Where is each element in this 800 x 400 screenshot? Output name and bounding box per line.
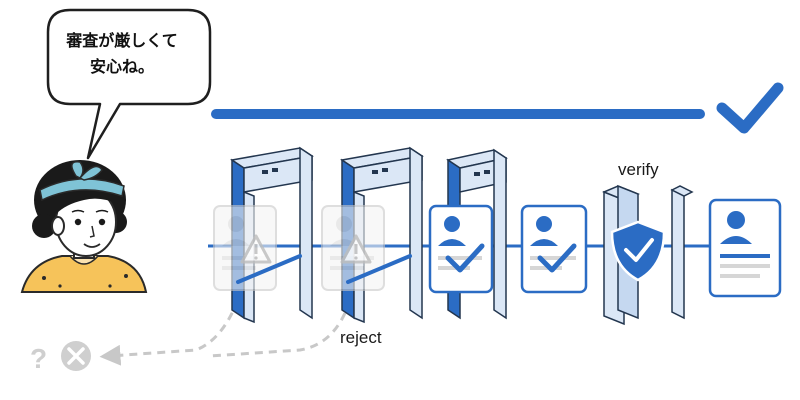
gate-bar-2: [346, 254, 412, 284]
reject-label: reject: [340, 328, 382, 347]
unknown-symbol: ?: [30, 343, 47, 374]
check-icon: [445, 243, 485, 273]
verified-id-card: [708, 198, 782, 298]
speech-bubble: [46, 8, 212, 160]
speech-line-2: 安心ね。: [89, 57, 154, 76]
warning-icon: [240, 234, 272, 264]
verify-label: verify: [618, 160, 659, 179]
check-icon: [537, 243, 577, 273]
shield-check-icon: [610, 220, 666, 282]
woman-avatar: [20, 160, 148, 293]
approved-id-card-2: [520, 204, 588, 294]
security-gate-2: [340, 146, 424, 324]
gate-bar-1: [236, 254, 302, 284]
reject-path: [99, 299, 352, 366]
check-icon: [716, 82, 784, 134]
rejected-id-card-1: [213, 205, 277, 291]
speech-line-1: 審査が厳しくて: [66, 31, 178, 50]
speech-bubble-text: 審査が厳しくて 安心ね。: [40, 28, 204, 80]
approved-id-card-1: [428, 204, 494, 294]
close-circle-icon: [61, 341, 91, 371]
verify-gate: [602, 184, 694, 326]
warning-icon: [340, 234, 372, 264]
